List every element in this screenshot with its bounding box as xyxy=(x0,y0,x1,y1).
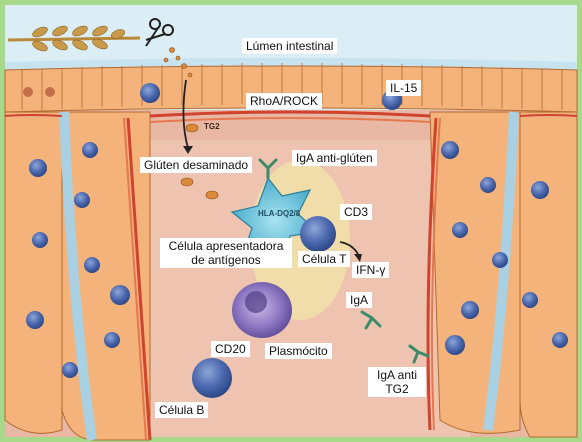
b-cell xyxy=(192,358,232,398)
label-plasmocito: Plasmócito xyxy=(265,343,332,359)
label-hla: HLA-DQ2/8 xyxy=(258,209,300,218)
deaminated-gluten-1 xyxy=(181,178,193,186)
label-il15: IL-15 xyxy=(386,80,421,96)
label-apc: Célula apresentadora de antígenos xyxy=(160,238,292,268)
label-t-cell: Célula T xyxy=(298,251,350,267)
villus-right xyxy=(428,112,577,437)
villus-left xyxy=(5,112,150,440)
tg2-enzyme xyxy=(186,124,198,132)
label-rhoa-rock: RhoA/ROCK xyxy=(246,93,322,109)
label-cd20: CD20 xyxy=(211,341,250,357)
label-cd3: CD3 xyxy=(340,204,372,220)
label-iga-anti-gluten: IgA anti-glúten xyxy=(292,150,377,166)
label-b-cell: Célula B xyxy=(155,402,208,418)
label-tg2: TG2 xyxy=(204,122,220,131)
deaminated-gluten-2 xyxy=(206,191,218,199)
label-gluten-deaminated: Glúten desaminado xyxy=(140,157,252,173)
label-lumen: Lúmen intestinal xyxy=(242,38,337,54)
label-iga: IgA xyxy=(346,292,372,308)
label-ifn: IFN-γ xyxy=(352,262,389,278)
label-iga-anti-tg2: IgA anti TG2 xyxy=(368,367,426,397)
t-cell xyxy=(300,216,336,252)
